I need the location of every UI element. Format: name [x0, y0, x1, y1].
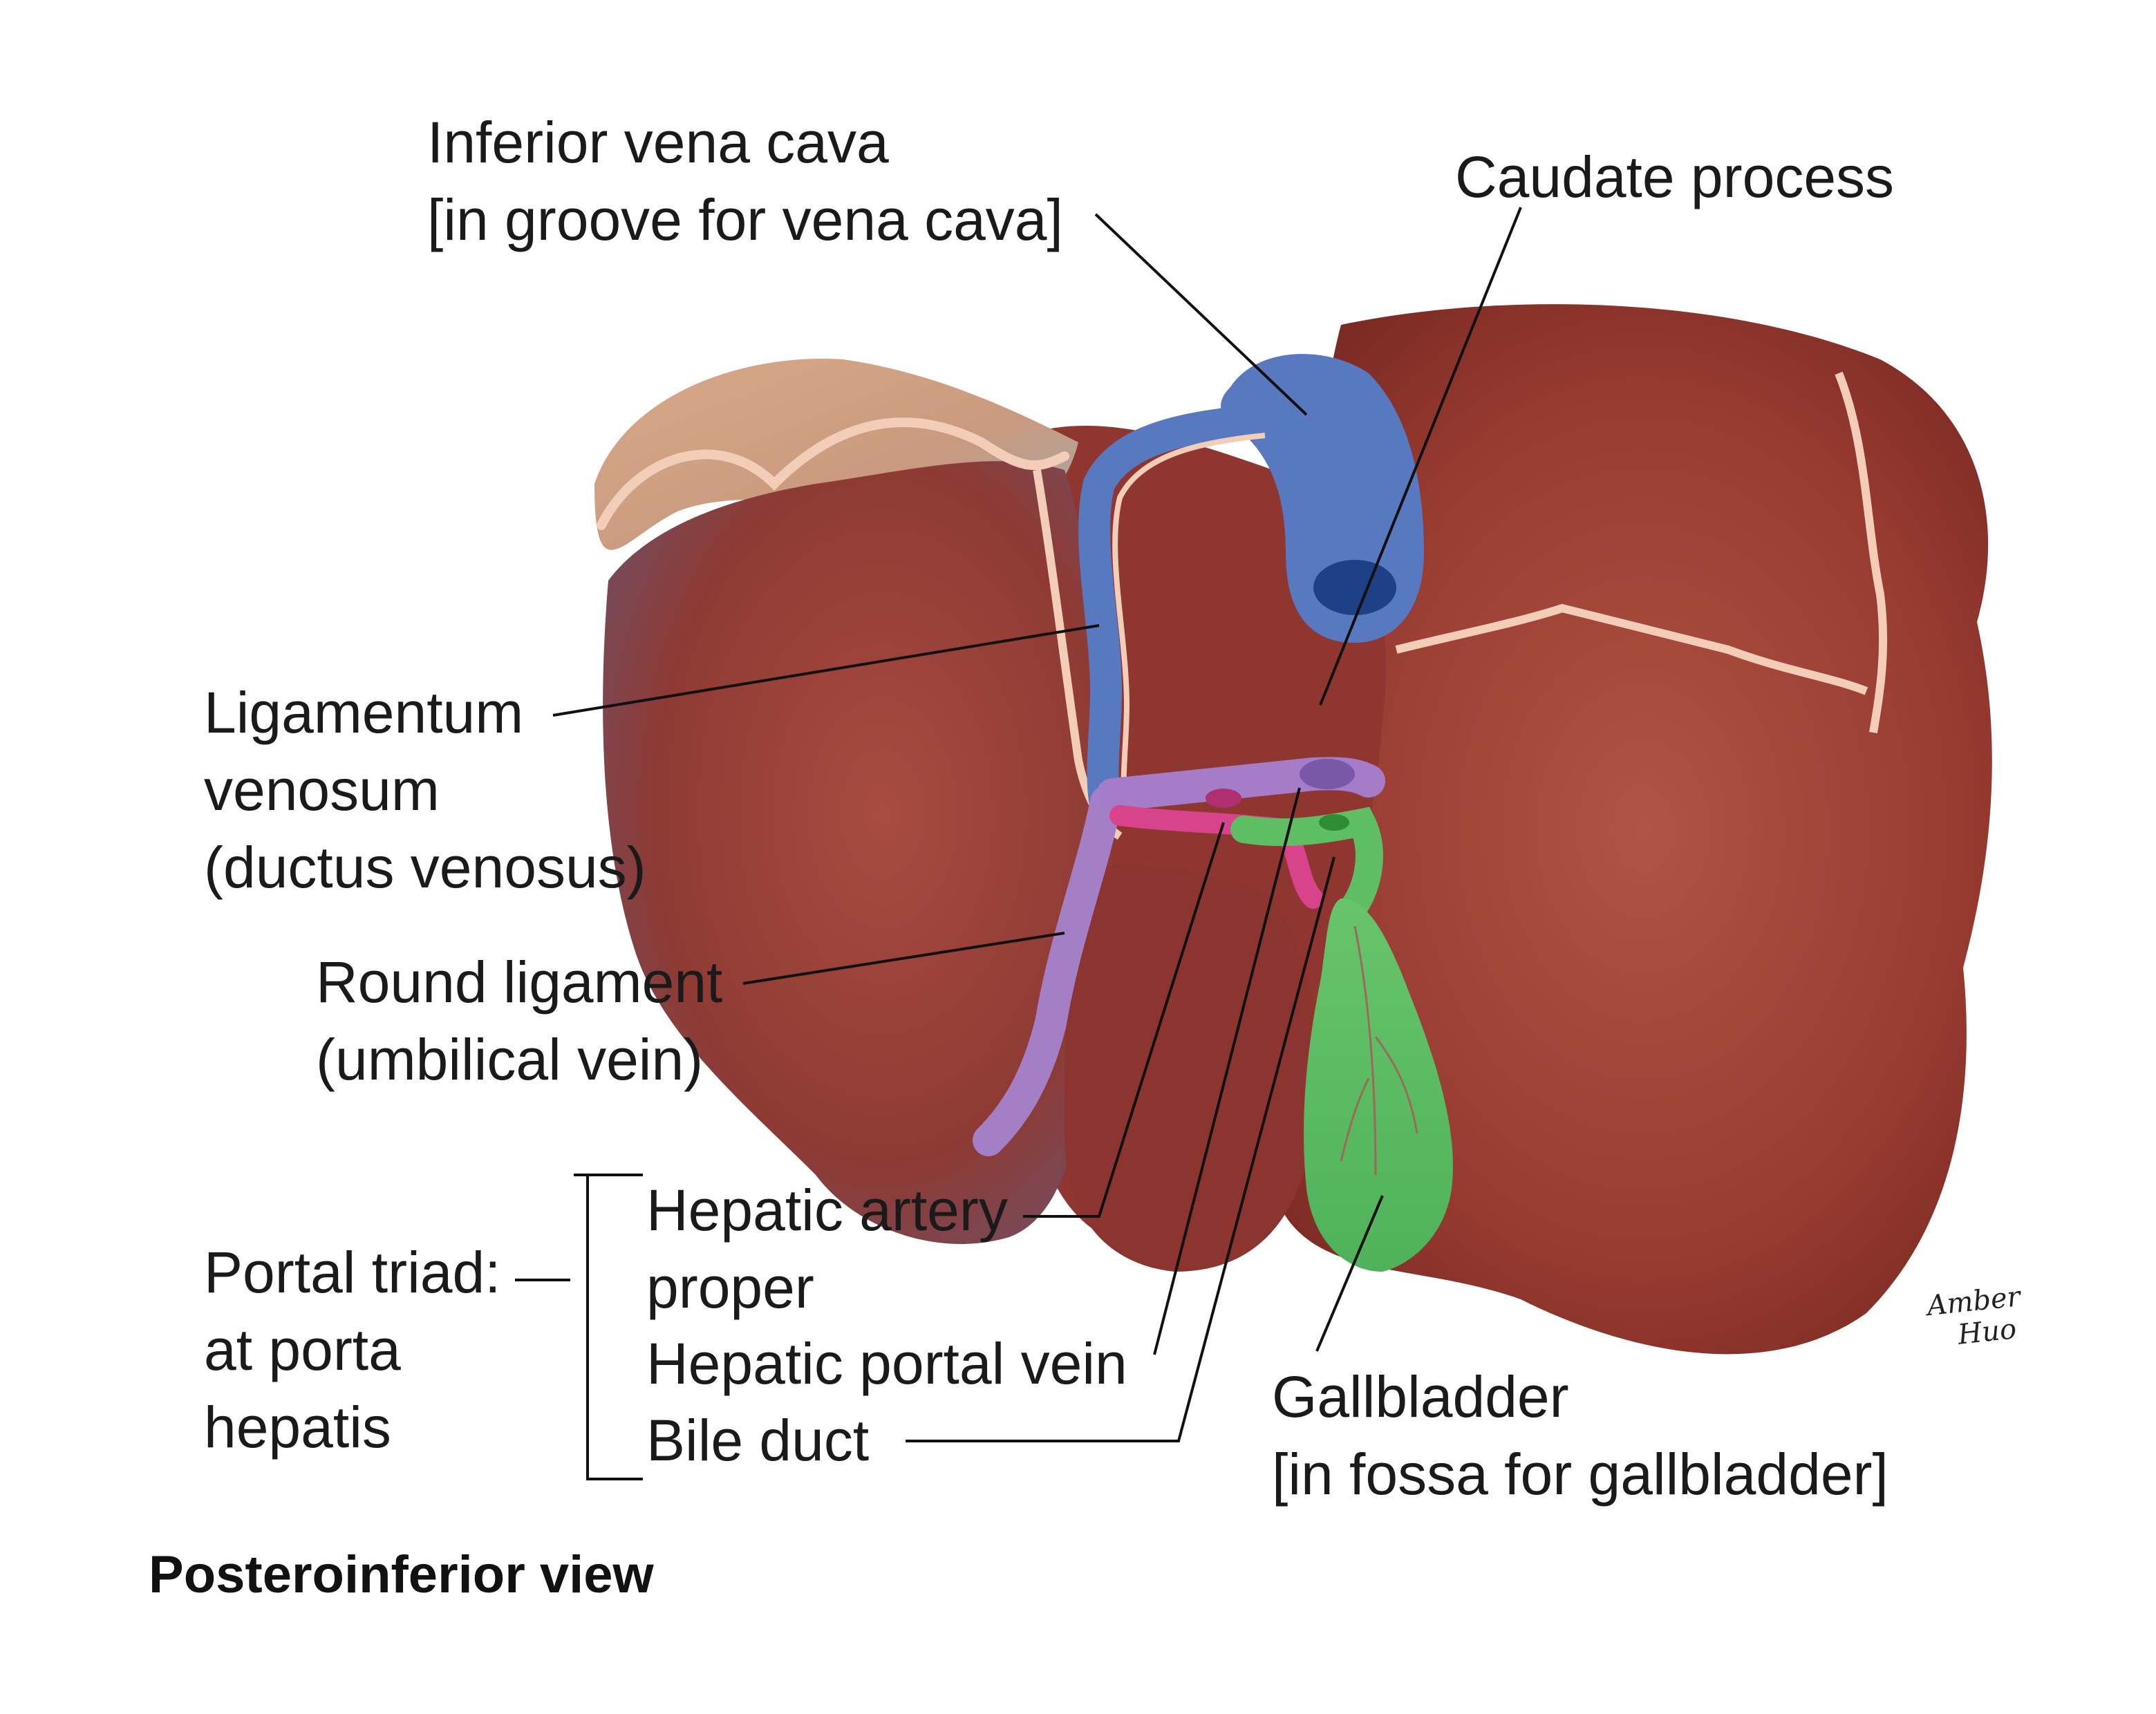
label-inferior-vena-cava: Inferior vena cava [in groove for vena c…: [427, 110, 1063, 252]
bile-duct-lumen: [1319, 814, 1349, 831]
label-bile-duct: Bile duct: [646, 1408, 870, 1473]
label-round-ligament: Round ligament (umbilical vein): [316, 950, 723, 1092]
capsule-line-right: [1395, 603, 1868, 695]
label-hepatic-artery: Hepatic artery proper: [646, 1178, 1008, 1320]
capsule-line-left: [597, 417, 1069, 530]
label-portal-triad: Portal triad: at porta hepatis: [204, 1240, 501, 1460]
left-lobe: [603, 461, 1112, 1244]
hepatic-artery-lumen: [1206, 789, 1241, 808]
ligamentum-venosum: [1078, 406, 1260, 825]
label-ligamentum-venosum: Ligamentum venosum (ductus venosus): [204, 680, 646, 900]
label-hepatic-portal-vein: Hepatic portal vein: [646, 1331, 1127, 1396]
gallbladder-shape: [1304, 898, 1453, 1272]
vena-cava-lumen: [1313, 560, 1396, 615]
capsule-line-far-right: [1835, 371, 1888, 733]
round-ligament: [973, 786, 1122, 1156]
gallbladder-vessels: [1340, 925, 1418, 1176]
label-caudate-process: Caudate process: [1455, 144, 1895, 209]
view-caption: Posteroinferior view: [149, 1545, 654, 1604]
bile-duct: [1230, 807, 1383, 919]
artist-signature: Amber Huo: [1925, 1281, 2022, 1351]
label-gallbladder: Gallbladder [in fossa for gallbladder]: [1272, 1364, 1888, 1507]
leader-lines: [515, 207, 1522, 1480]
portal-vein-lumen: [1300, 759, 1355, 789]
